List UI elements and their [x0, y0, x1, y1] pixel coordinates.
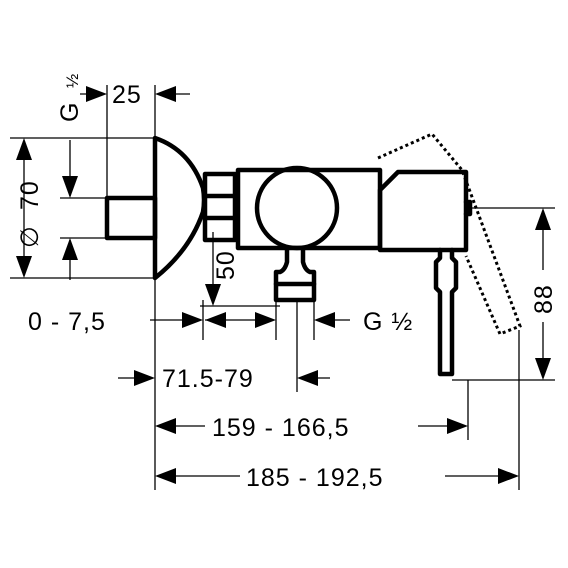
connector-nut — [202, 171, 238, 243]
label-g-top-fraction: ½ — [63, 74, 82, 88]
wall-rosette — [152, 135, 207, 281]
body-round — [254, 165, 340, 251]
label-71-5-79: 71.5-79 — [162, 365, 254, 393]
lever-stem — [433, 247, 459, 377]
wall-inlet — [104, 195, 158, 241]
lever-alt-position — [377, 132, 522, 336]
label-159-166-5: 159 - 166,5 — [212, 414, 350, 442]
label-diameter-symbol: ∅ — [16, 225, 44, 248]
faucet-outline — [104, 135, 473, 377]
label-88: 88 — [530, 284, 558, 314]
mixer-body — [235, 167, 383, 251]
cartridge — [377, 169, 469, 253]
label-0-7-5: 0 - 7,5 — [28, 308, 106, 336]
dimension-labels: G ½ 25 ∅ 70 50 0 - 7,5 G ½ 88 71.5-79 15… — [16, 74, 558, 492]
label-25: 25 — [112, 81, 142, 109]
label-g-top: G — [56, 102, 84, 122]
arrowheads — [16, 86, 551, 484]
label-g-right: G ½ — [363, 308, 413, 336]
outlet-spout — [273, 245, 317, 303]
label-50: 50 — [212, 250, 240, 280]
label-185-192-5: 185 - 192,5 — [246, 464, 384, 492]
label-70: 70 — [16, 180, 44, 210]
